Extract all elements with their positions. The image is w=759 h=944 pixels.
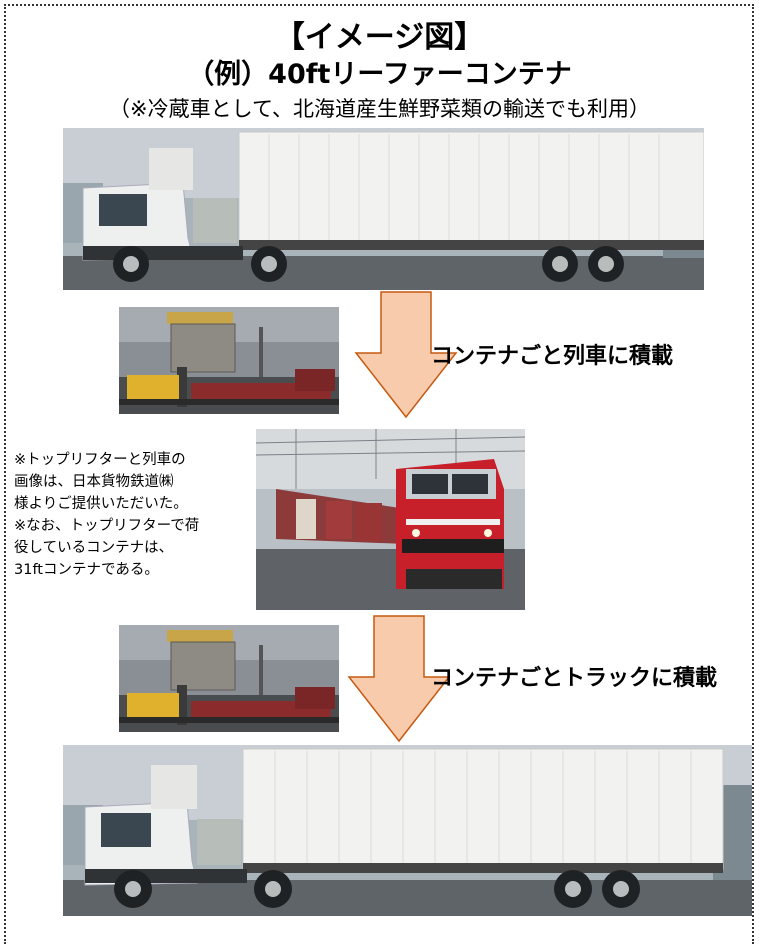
toplifter-photo-1	[119, 307, 339, 414]
toplifter-photo-2	[119, 625, 339, 732]
down-arrow-icon	[354, 291, 458, 419]
train-photo	[256, 429, 525, 610]
truck-photo-top	[63, 128, 704, 290]
page-subtitle: （例）40ftリーファーコンテナ	[187, 59, 572, 90]
note-line: 画像は、日本貨物鉄道㈱	[14, 474, 174, 490]
note-line: ※トップリフターと列車の	[14, 452, 186, 468]
caption-load-train: コンテナごと列車に積載	[431, 344, 674, 369]
caption-load-truck: コンテナごとトラックに積載	[431, 666, 718, 691]
truck-photo-bottom	[63, 745, 752, 916]
note-line: 31ftコンテナである。	[14, 562, 159, 578]
image-credit-note: ※トップリフターと列車の 画像は、日本貨物鉄道㈱ 様よりご提供いただいた。 ※な…	[14, 449, 254, 581]
page-title: 【イメージ図】	[274, 20, 485, 55]
down-arrow-icon	[347, 615, 451, 743]
usage-note: （※冷蔵車として、北海道産生鮮野菜類の輸送でも利用）	[109, 97, 650, 121]
note-line: 役しているコンテナは、	[14, 540, 174, 556]
note-line: ※なお、トップリフターで荷	[14, 518, 200, 534]
note-line: 様よりご提供いただいた。	[14, 496, 188, 512]
dotted-frame	[4, 4, 754, 944]
